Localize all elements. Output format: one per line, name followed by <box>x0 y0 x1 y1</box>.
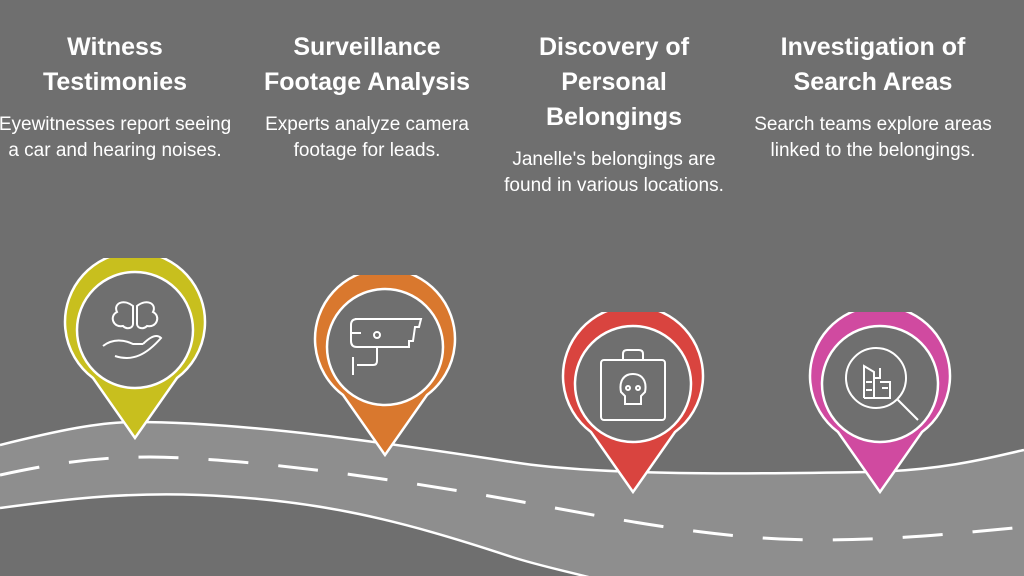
brain-hand-icon <box>102 301 163 359</box>
step-surveillance: Surveillance Footage Analysis Experts an… <box>247 30 487 164</box>
step-title: Surveillance Footage Analysis <box>263 33 471 96</box>
search-buildings-icon <box>845 347 919 421</box>
pin-marker-search <box>808 312 952 495</box>
pin-marker-surveillance <box>313 275 457 458</box>
step-description: Eyewitnesses report seeing a car and hea… <box>0 114 232 161</box>
step-title: Witness Testimonies <box>42 33 188 96</box>
road-center-line <box>0 455 1024 542</box>
step-description: Janelle's belongings are found in variou… <box>504 149 724 196</box>
step-search: Investigation of Search Areas Search tea… <box>753 30 993 164</box>
step-description: Experts analyze camera footage for leads… <box>265 114 469 161</box>
road-edge-bottom <box>0 493 590 576</box>
step-description: Search teams explore areas linked to the… <box>754 114 992 161</box>
step-witness: Witness Testimonies Eyewitnesses report … <box>0 30 235 164</box>
step-title: Investigation of Search Areas <box>780 33 966 96</box>
pin-marker-witness <box>63 258 207 441</box>
bag-skull-icon <box>600 349 666 421</box>
step-title: Discovery of Personal Belongings <box>538 33 690 131</box>
pin-marker-belongings <box>561 312 705 495</box>
step-belongings: Discovery of Personal Belongings Janelle… <box>494 30 734 199</box>
security-camera-icon <box>350 318 423 375</box>
